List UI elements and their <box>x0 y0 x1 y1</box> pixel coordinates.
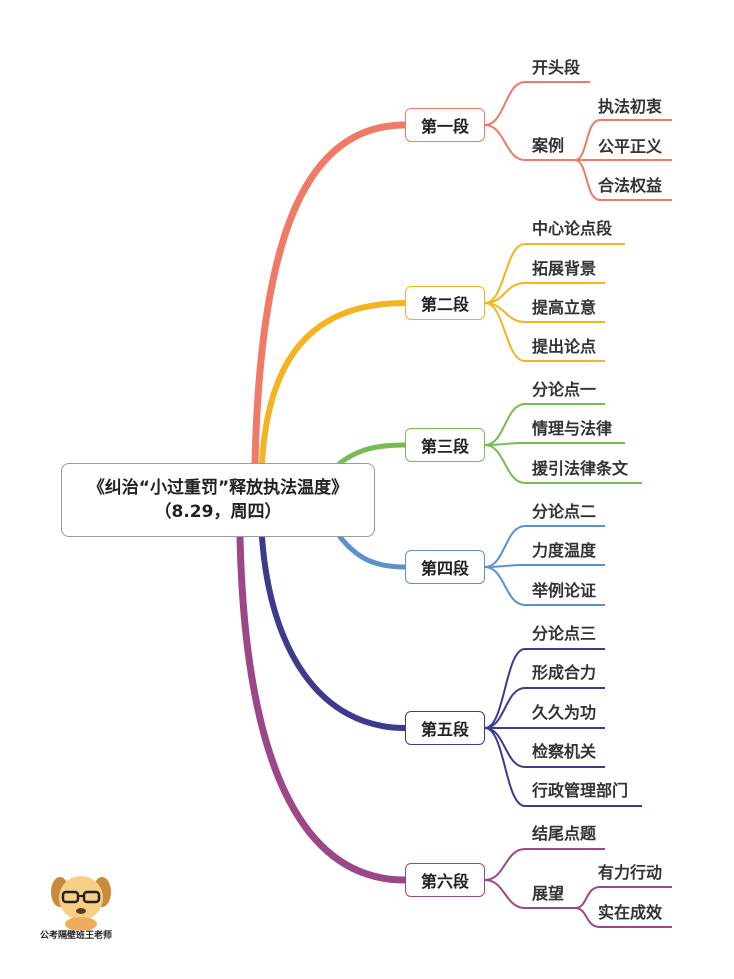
connector-4-2 <box>484 564 605 568</box>
leaf-6-1[interactable]: 结尾点题 <box>532 824 597 843</box>
leaf-2-1[interactable]: 中心论点段 <box>532 219 613 238</box>
branch-curve-2 <box>259 300 408 466</box>
leaf-4-2[interactable]: 力度温度 <box>532 541 597 560</box>
subleaf-1-1[interactable]: 执法初衷 <box>598 97 663 116</box>
connector-6-sub2 <box>574 907 672 928</box>
connector-3-3 <box>484 444 642 484</box>
connector-3-2 <box>484 442 625 446</box>
leaf-3-2[interactable]: 情理与法律 <box>532 419 613 438</box>
connector-5-5 <box>484 727 642 807</box>
connector-2-4 <box>484 302 605 362</box>
connector-1-sub1 <box>574 119 672 161</box>
branch-curve-5 <box>259 534 408 731</box>
leaf-4-1[interactable]: 分论点二 <box>532 502 597 521</box>
leaf-1-2[interactable]: 案例 <box>532 136 565 155</box>
connector-1-sub3 <box>574 159 672 201</box>
connector-6-2 <box>484 879 575 909</box>
node-segment-6[interactable]: 第六段 <box>405 863 485 897</box>
node-segment-5[interactable]: 第五段 <box>405 711 485 745</box>
root-topic[interactable]: 《纠治“小过重罚”释放执法温度》 （8.29，周四） <box>61 463 375 537</box>
connector-5-2 <box>484 687 605 729</box>
mascot-logo-icon <box>51 876 111 930</box>
connector-5-1 <box>484 648 605 729</box>
connector-4-1 <box>484 525 605 568</box>
leaf-3-1[interactable]: 分论点一 <box>532 380 597 399</box>
subleaf-1-3[interactable]: 合法权益 <box>598 176 663 195</box>
leaf-5-3[interactable]: 久久为功 <box>532 703 597 722</box>
connector-1-1 <box>484 81 590 126</box>
connector-4-3 <box>484 566 605 606</box>
leaf-5-2[interactable]: 形成合力 <box>532 663 597 682</box>
leaf-6-2[interactable]: 展望 <box>532 884 565 903</box>
leaf-5-5[interactable]: 行政管理部门 <box>532 781 629 800</box>
leaf-2-4[interactable]: 提出论点 <box>532 337 597 356</box>
branch-curve-1 <box>251 121 409 467</box>
connector-6-1 <box>484 848 605 881</box>
leaf-2-2[interactable]: 拓展背景 <box>532 259 597 278</box>
leaf-5-4[interactable]: 检察机关 <box>532 742 597 761</box>
node-segment-3[interactable]: 第三段 <box>405 428 485 462</box>
subleaf-1-2[interactable]: 公平正义 <box>598 137 663 156</box>
branch-curve-4 <box>337 534 408 570</box>
connector-6-sub1 <box>574 886 672 909</box>
branch-curve-6 <box>236 533 409 884</box>
root-title: 《纠治“小过重罚”释放执法温度》 <box>87 478 349 498</box>
leaf-2-3[interactable]: 提高立意 <box>532 298 597 317</box>
connector-2-2 <box>484 282 605 304</box>
leaf-5-1[interactable]: 分论点三 <box>532 624 597 643</box>
connector-3-1 <box>484 403 605 446</box>
node-segment-1[interactable]: 第一段 <box>405 108 485 142</box>
subleaf-6-2[interactable]: 实在成效 <box>598 903 663 922</box>
leaf-4-3[interactable]: 举例论证 <box>532 581 597 600</box>
branch-curve-3 <box>337 442 408 466</box>
connector-2-1 <box>484 243 625 304</box>
node-segment-4[interactable]: 第四段 <box>405 550 485 584</box>
subleaf-6-1[interactable]: 有力行动 <box>598 863 663 882</box>
connector-5-4 <box>484 727 605 768</box>
connector-1-2 <box>484 124 575 161</box>
watermark-text: 公考隔壁班王老师 <box>40 931 113 941</box>
node-segment-2[interactable]: 第二段 <box>405 286 485 320</box>
leaf-1-1[interactable]: 开头段 <box>532 58 581 77</box>
leaf-3-3[interactable]: 援引法律条文 <box>532 459 629 478</box>
root-subtitle: （8.29，周四） <box>154 502 282 522</box>
